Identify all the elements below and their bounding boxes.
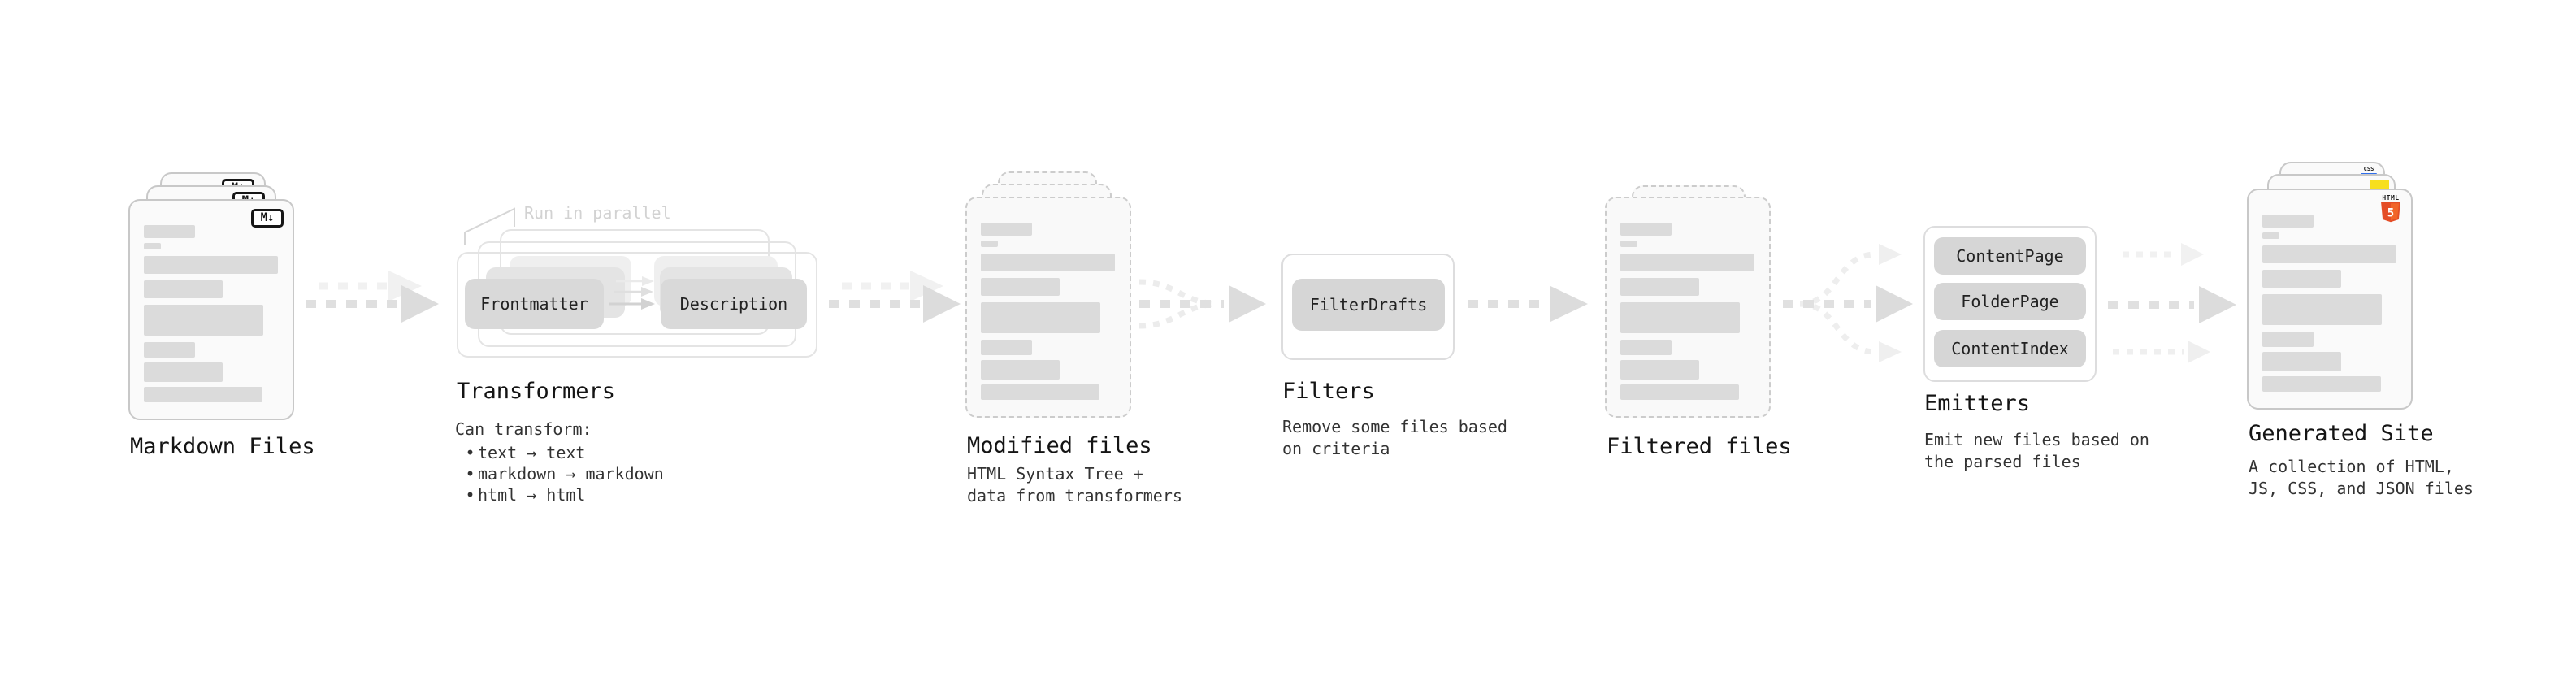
stage-label-filtered-files: Filtered files [1607,434,1792,459]
document-content-placeholder [130,201,293,419]
css-icon-label: CSS [2363,166,2374,172]
arrow-markdown-to-transformers [306,271,439,323]
text-line-placeholder [2262,376,2381,392]
emitters-desc: Emit new files based on the parsed files [1924,429,2149,473]
text-line-placeholder [1620,278,1699,296]
stage-label-modified-files: Modified files [967,433,1152,458]
stage-label-generated-site: Generated Site [2249,421,2434,446]
html5-five: 5 [2387,207,2394,220]
arrow-modified-to-filters [1138,279,1266,329]
text-line-placeholder [981,384,1099,400]
document-content-placeholder [1607,198,1769,416]
generated-site-desc: A collection of HTML, JS, CSS, and JSON … [2249,456,2474,500]
emitter-content-index-pill: ContentIndex [1934,330,2086,367]
text-line-placeholder [1620,254,1754,271]
bullet-dot: • [465,443,475,462]
bullet-dot: • [465,464,475,484]
text-line-placeholder [2262,352,2341,371]
generated-html-card: HTML 5 [2247,189,2413,410]
text-line-placeholder [144,362,223,382]
arrow-filters-to-filtered [1468,286,1588,322]
bullet-dot: • [465,485,475,505]
document-content-placeholder [967,198,1130,416]
bullet-text: html → html [478,485,586,505]
text-line-placeholder [2262,270,2341,288]
text-line-placeholder [1620,302,1740,333]
arrow-transformers-to-modified [829,271,961,323]
text-line-placeholder [1620,223,1672,236]
modified-file-card [965,197,1131,418]
markdown-icon: M↓ [251,209,284,228]
desc-line: on criteria [1282,439,1390,458]
modified-files-desc: HTML Syntax Tree + data from transformer… [967,463,1182,507]
text-line-placeholder [144,225,195,238]
filter-drafts-pill: FilterDrafts [1292,279,1445,331]
text-line-placeholder [144,243,161,249]
filters-desc: Remove some files based on criteria [1282,416,1507,460]
text-line-placeholder [2262,215,2314,228]
text-line-placeholder [1620,241,1637,247]
transformers-bullet-list: •text → text •markdown → markdown •html … [455,442,664,505]
text-line-placeholder [1620,384,1739,400]
stage-label-markdown-files: Markdown Files [130,434,315,459]
text-line-placeholder [144,305,263,336]
stage-label-transformers: Transformers [457,379,616,404]
markdown-file-card: M↓ [128,199,294,420]
emitter-folder-page-pill: FolderPage [1934,283,2086,320]
html5-shield: 5 [2381,202,2400,223]
desc-line: HTML Syntax Tree + [967,464,1143,484]
document-content-placeholder [2249,190,2411,408]
stage-label-filters: Filters [1282,379,1375,404]
text-line-placeholder [981,223,1032,236]
text-line-placeholder [1620,340,1672,355]
bullet-item: •text → text [455,442,664,463]
arrow-emitters-to-generated [2108,243,2236,363]
desc-line: A collection of HTML, [2249,457,2454,476]
text-line-placeholder [981,302,1100,333]
desc-line: data from transformers [967,486,1182,505]
text-line-placeholder [1620,360,1699,380]
desc-line: the parsed files [1924,452,2081,471]
text-line-placeholder [2262,245,2396,263]
transformer-description-pill: Description [661,279,807,329]
desc-line: Emit new files based on [1924,430,2149,449]
text-line-placeholder [2262,232,2279,239]
arrow-filtered-to-emitters [1783,244,1913,362]
stage-label-emitters: Emitters [1924,391,2031,416]
desc-line: JS, CSS, and JSON files [2249,479,2474,498]
text-line-placeholder [981,340,1032,355]
text-line-placeholder [981,241,998,247]
text-line-placeholder [981,278,1060,296]
filtered-file-card [1605,197,1771,418]
text-line-placeholder [981,360,1060,380]
bullet-item: •html → html [455,484,664,505]
transformers-desc-title: Can transform: [455,419,592,439]
text-line-placeholder [2262,294,2382,325]
desc-line: Remove some files based [1282,417,1507,436]
html5-icon-word: HTML [2382,194,2400,202]
html5-icon: HTML 5 [2380,194,2401,226]
text-line-placeholder [144,342,195,358]
emitter-content-page-pill: ContentPage [1934,237,2086,275]
bullet-text: text → text [478,443,586,462]
transformer-frontmatter-pill: Frontmatter [465,279,604,329]
transformer-layer-front [457,252,817,358]
bullet-text: markdown → markdown [478,464,664,484]
run-in-parallel-note: Run in parallel [524,203,671,223]
text-line-placeholder [981,254,1115,271]
text-line-placeholder [144,387,262,402]
text-line-placeholder [144,256,278,274]
text-line-placeholder [2262,332,2314,347]
text-line-placeholder [144,280,223,298]
bullet-item: •markdown → markdown [455,463,664,484]
